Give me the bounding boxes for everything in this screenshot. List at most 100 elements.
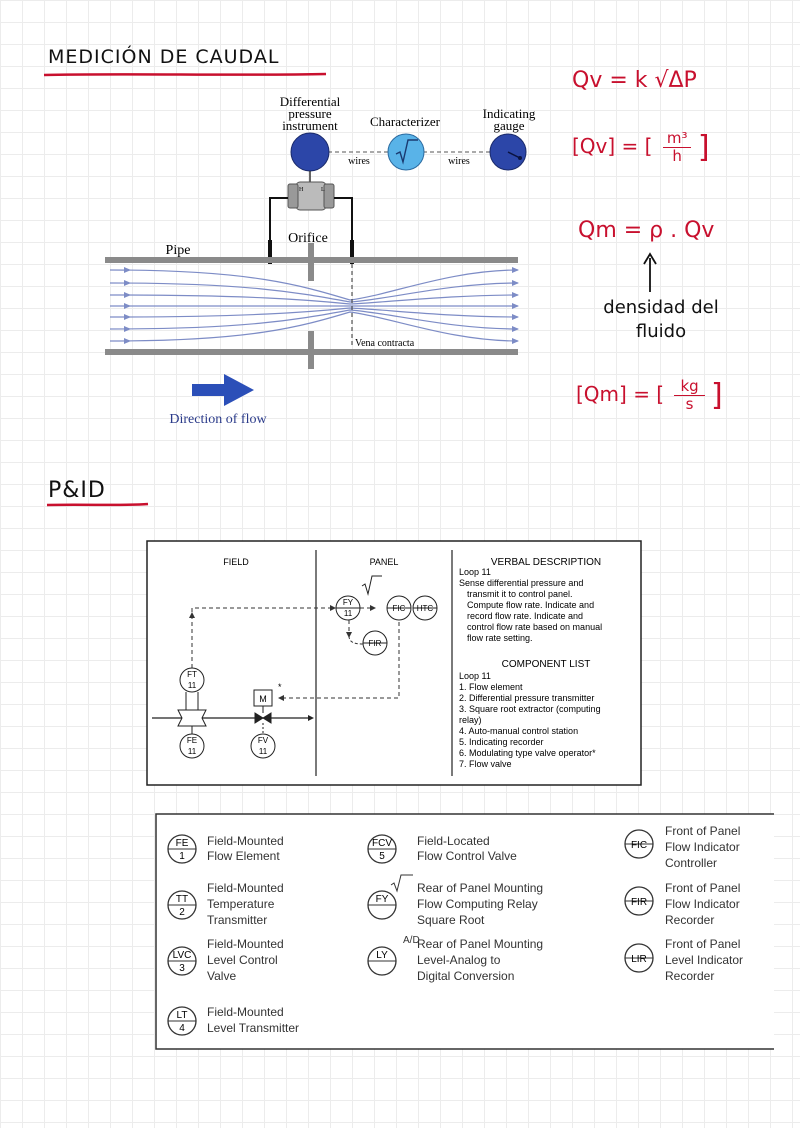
label-L: L <box>321 187 325 193</box>
orifice-plate-top <box>308 243 314 281</box>
pid-component-line: 5. Indicating recorder <box>459 737 544 747</box>
pid-component-line: 3. Square root extractor (computing <box>459 704 601 714</box>
pid-component-line: Loop 11 <box>459 671 491 681</box>
pid-valve-icon <box>254 712 272 724</box>
label-wires-1: wires <box>348 156 370 167</box>
heading-pid-text: P&ID <box>48 478 106 503</box>
legend-item-fir: FIR Front of Panel Flow Indicator Record… <box>624 881 740 927</box>
legend-border <box>155 813 774 1050</box>
note-qm-equation: Qm = ρ . Qv <box>578 218 714 243</box>
tap-low <box>350 240 354 264</box>
note-qv-units-left: [Qv] = [ <box>572 134 653 158</box>
label-H: H <box>299 187 304 193</box>
heading-pid-underline <box>46 502 149 507</box>
gauge-needle-icon <box>507 151 521 159</box>
legend-text: Temperature <box>207 897 275 911</box>
pid-m: M <box>259 694 267 704</box>
legend-tag-top: TT <box>176 894 188 905</box>
pid-loop-diagram: FIELD PANEL VERBAL DESCRIPTION FY 11 FIC… <box>146 540 642 786</box>
pid-fe-bot: 11 <box>188 747 197 756</box>
pid-ft-bot: 11 <box>188 681 197 690</box>
legend-text: Level-Analog to <box>417 953 501 967</box>
legend-text: Field-Mounted <box>207 937 284 951</box>
legend-tag-bot: 2 <box>179 907 185 918</box>
impulse-line-low <box>334 197 353 260</box>
legend-text: Transmitter <box>207 913 267 927</box>
heading-flow-text: MEDICIÓN DE CAUDAL <box>48 46 280 68</box>
pid-signal-lines <box>191 607 400 699</box>
impulse-line-high <box>269 197 288 260</box>
legend-sqrt-icon <box>390 874 413 893</box>
heading-flow-underline <box>43 72 327 77</box>
legend-item-tt: TT 2 Field-Mounted Temperature Transmitt… <box>167 881 284 927</box>
legend-tag-bot: 4 <box>179 1023 185 1034</box>
orifice-plate-bottom <box>308 331 314 369</box>
legend-item-lir: LIR Front of Panel Level Indicator Recor… <box>624 937 743 983</box>
legend-text: Valve <box>207 969 236 983</box>
pid-arrowhead-5 <box>278 695 284 701</box>
pid-flow-element <box>177 709 207 727</box>
label-gauge-1: Indicating <box>483 106 536 121</box>
label-dp-2: pressure <box>288 106 332 121</box>
pid-verbal-line: Compute flow rate. Indicate and <box>467 600 594 610</box>
pid-fir: FIR <box>369 639 382 648</box>
pid-arrowhead-1 <box>330 605 336 611</box>
label-orifice: Orifice <box>288 231 328 246</box>
legend-text: Field-Located <box>417 834 490 848</box>
legend-tag-top: LIR <box>631 954 647 965</box>
pid-verbal-description: Loop 11 Sense differential pressure and … <box>459 567 602 643</box>
pid-arrowhead-4 <box>346 632 352 638</box>
pid-fir-link <box>348 635 364 645</box>
pid-verbal-line: transmit it to control panel. <box>467 589 573 599</box>
legend-text: Controller <box>665 856 717 870</box>
direction-arrow-icon <box>192 374 254 406</box>
label-direction-of-flow: Direction of flow <box>169 412 267 427</box>
pid-fv-bot: 11 <box>259 747 268 756</box>
legend-text: Rear of Panel Mounting <box>417 881 543 895</box>
legend-text: Level Control <box>207 953 278 967</box>
pid-bubble-ft <box>179 667 205 693</box>
pid-border <box>146 540 642 786</box>
legend-superscript: A/D <box>403 935 420 946</box>
label-dp-1: Differential <box>280 94 341 109</box>
legend-tag-bot: 5 <box>379 851 385 862</box>
note-density-line2: fluido <box>635 321 687 342</box>
pid-fy-top: FY <box>343 598 354 607</box>
pid-component-list: Loop 11 1. Flow element 2. Differential … <box>459 671 601 769</box>
note-qv-equation: Qv = k √ΔP <box>572 68 697 93</box>
legend-tag-top: FCV <box>372 838 392 849</box>
pid-htc: HTC <box>417 604 434 613</box>
label-pipe: Pipe <box>166 243 191 258</box>
pid-verbal-line: record flow rate. Indicate and <box>467 611 583 621</box>
legend-item-fic: FIC Front of Panel Flow Indicator Contro… <box>624 824 740 870</box>
pid-component-header: COMPONENT LIST <box>502 659 591 670</box>
legend-text: Recorder <box>665 913 714 927</box>
pid-component-line: 1. Flow element <box>459 682 523 692</box>
legend-text: Flow Control Valve <box>417 849 517 863</box>
legend-item-ly: A/D LY Rear of Panel Mounting Level-Anal… <box>367 935 543 983</box>
streamlines <box>109 269 519 342</box>
legend-tag-top: LY <box>376 950 388 961</box>
legend-tag-top: FIR <box>631 897 647 908</box>
pid-component-line: 4. Auto-manual control station <box>459 726 578 736</box>
note-density-line1: densidad del <box>603 297 719 318</box>
legend-item-fy: FY Rear of Panel Mounting Flow Computing… <box>367 874 543 927</box>
dp-flange-left <box>287 183 299 209</box>
pid-verbal-line: Loop 11 <box>459 567 491 577</box>
streamline-arrowheads <box>124 267 519 344</box>
pid-star: * <box>278 682 282 692</box>
legend-tag-bot: 1 <box>179 851 185 862</box>
legend-tag-top: FE <box>176 838 189 849</box>
legend-text: Field-Mounted <box>207 1005 284 1019</box>
pid-component-line: 2. Differential pressure transmitter <box>459 693 594 703</box>
legend-text: Recorder <box>665 969 714 983</box>
pid-fe-top: FE <box>187 736 197 745</box>
pid-fy-bot: 11 <box>344 609 353 618</box>
note-qv-units-num: m³ <box>662 130 692 148</box>
legend-item-lt: LT 4 Field-Mounted Level Transmitter <box>167 1005 299 1036</box>
density-arrow-icon <box>643 252 657 292</box>
label-gauge-2: gauge <box>493 118 524 133</box>
pid-header-verbal: VERBAL DESCRIPTION <box>491 557 601 568</box>
tap-high <box>268 240 272 264</box>
pid-ft-top: FT <box>187 670 197 679</box>
